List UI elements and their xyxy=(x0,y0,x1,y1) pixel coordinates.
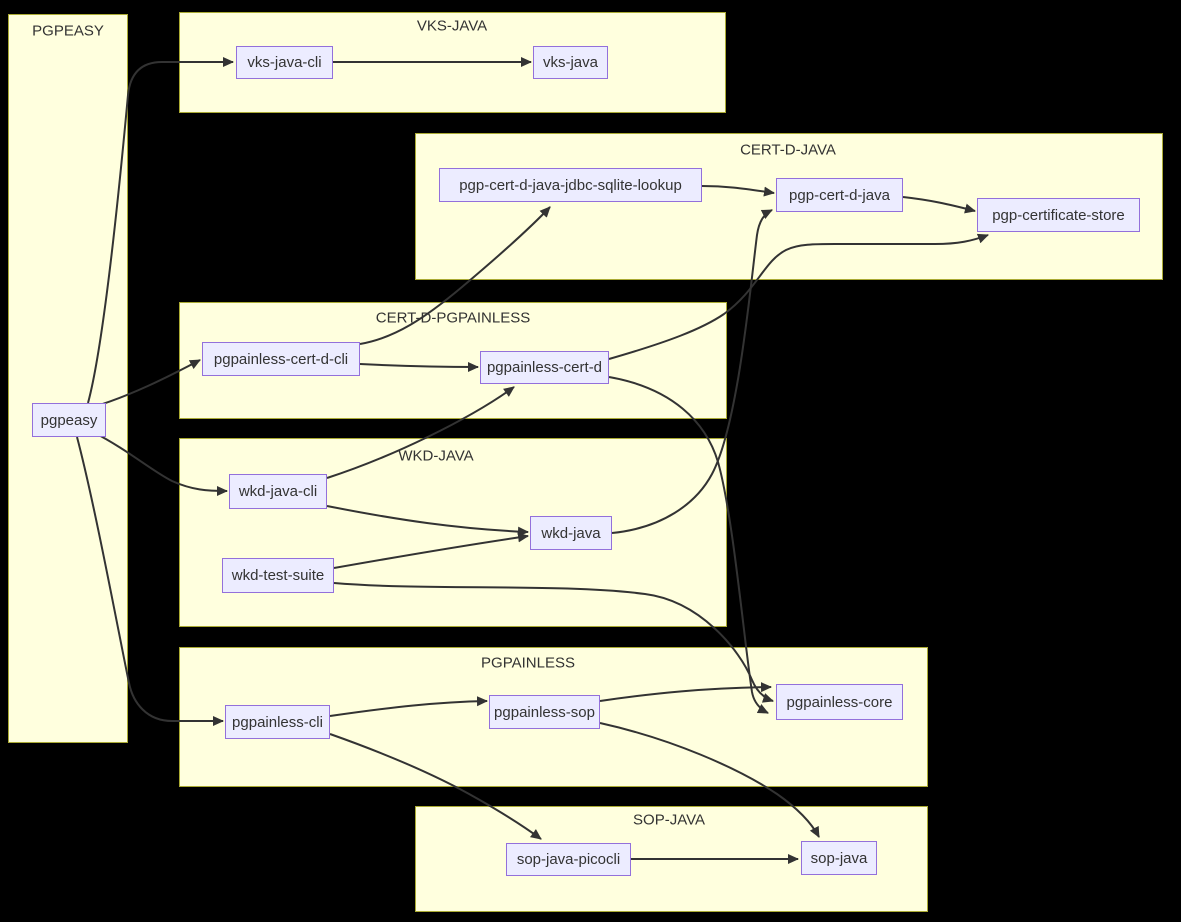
node-pgpainless-cli[interactable]: pgpainless-cli xyxy=(225,705,330,739)
node-label-wkd-java-cli: wkd-java-cli xyxy=(238,483,318,500)
node-label-pgpeasy: pgpeasy xyxy=(40,411,98,429)
node-wkd-test-suite[interactable]: wkd-test-suite xyxy=(222,558,334,593)
cluster-label-pgpainless: PGPAINLESS xyxy=(481,654,575,672)
node-label-wkd-test-suite: wkd-test-suite xyxy=(231,567,325,584)
cluster-label-wkd-java: WKD-JAVA xyxy=(398,447,474,465)
node-label-pgpainless-cli: pgpainless-cli xyxy=(232,713,323,731)
node-label-pgp-certificate-store: pgp-certificate-store xyxy=(992,206,1125,224)
node-pgpainless-sop[interactable]: pgpainless-sop xyxy=(489,695,600,729)
cluster-label-sop-java: SOP-JAVA xyxy=(633,811,705,829)
node-vks-java[interactable]: vks-java xyxy=(533,46,608,79)
node-label-pgpainless-cert-d: pgpainless-cert-d xyxy=(486,359,603,376)
node-label-sop-java: sop-java xyxy=(810,849,868,867)
node-pgpeasy[interactable]: pgpeasy xyxy=(32,403,106,437)
cluster-pgpeasy xyxy=(8,14,128,743)
node-pgp-cert-d-java-jdbc-sqlite-lookup[interactable]: pgp-cert-d-java-jdbc-sqlite-lookup xyxy=(439,168,702,202)
node-label-pgpainless-cert-d-cli: pgpainless-cert-d-cli xyxy=(213,350,349,368)
node-label-pgp-cert-d-java-jdbc-sqlite-lookup: pgp-cert-d-java-jdbc-sqlite-lookup xyxy=(459,176,682,194)
node-pgpainless-cert-d-cli[interactable]: pgpainless-cert-d-cli xyxy=(202,342,360,376)
cluster-label-vks-java: VKS-JAVA xyxy=(416,17,488,35)
node-wkd-java[interactable]: wkd-java xyxy=(530,516,612,550)
node-label-vks-java: vks-java xyxy=(542,54,598,71)
cluster-label-pgpeasy: PGPEASY xyxy=(32,22,104,40)
node-label-sop-java-picocli: sop-java-picocli xyxy=(516,851,621,868)
node-pgpainless-core[interactable]: pgpainless-core xyxy=(776,684,903,720)
node-wkd-java-cli[interactable]: wkd-java-cli xyxy=(229,474,327,509)
node-pgp-cert-d-java[interactable]: pgp-cert-d-java xyxy=(776,178,903,212)
node-label-pgp-cert-d-java: pgp-cert-d-java xyxy=(789,186,890,204)
node-label-pgpainless-core: pgpainless-core xyxy=(786,693,893,711)
node-label-pgpainless-sop: pgpainless-sop xyxy=(494,703,595,721)
node-pgp-certificate-store[interactable]: pgp-certificate-store xyxy=(977,198,1140,232)
node-label-wkd-java: wkd-java xyxy=(541,524,601,542)
cluster-label-cert-d-java: CERT-D-JAVA xyxy=(740,141,836,159)
node-sop-java-picocli[interactable]: sop-java-picocli xyxy=(506,843,631,876)
cluster-label-cert-d-pgpainless: CERT-D-PGPAINLESS xyxy=(375,309,531,327)
node-label-vks-java-cli: vks-java-cli xyxy=(247,54,322,71)
node-pgpainless-cert-d[interactable]: pgpainless-cert-d xyxy=(480,351,609,384)
node-sop-java[interactable]: sop-java xyxy=(801,841,877,875)
cluster-wkd-java xyxy=(179,438,727,627)
node-vks-java-cli[interactable]: vks-java-cli xyxy=(236,46,333,79)
